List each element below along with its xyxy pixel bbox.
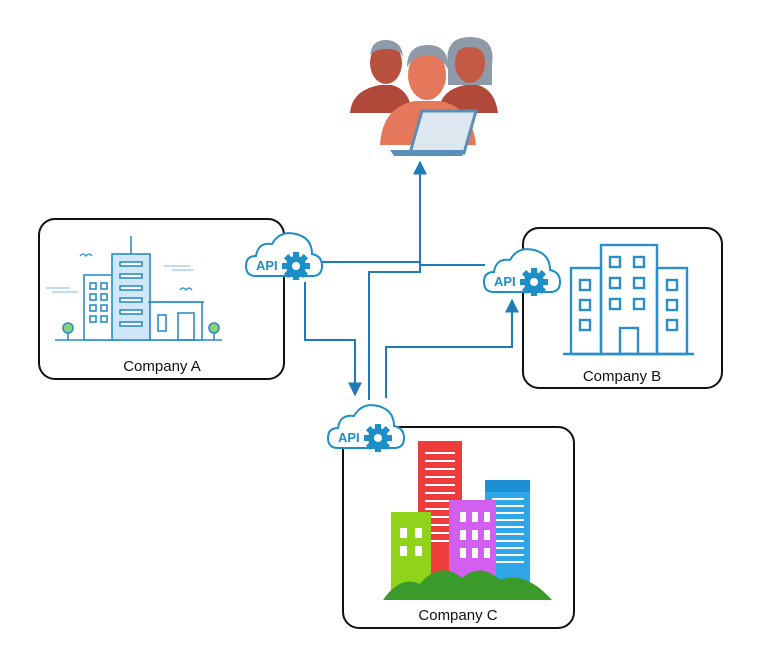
- api-badge-c-label: API: [338, 430, 360, 445]
- company-b-box: Company B: [522, 227, 723, 389]
- company-a-box: Company A: [38, 218, 285, 380]
- company-c-buildings-icon: [383, 441, 552, 600]
- users-group-icon: [350, 37, 498, 156]
- company-a-building-icon: [46, 236, 222, 341]
- company-b-label: Company B: [583, 368, 661, 385]
- api-c-gear-icon: [364, 424, 392, 452]
- api-badge-b: API: [482, 248, 562, 296]
- api-badge-b-label: API: [494, 274, 516, 289]
- company-c-label: Company C: [418, 607, 497, 624]
- api-a-gear-icon: [282, 252, 310, 280]
- connector-to-users: [368, 160, 427, 400]
- api-badge-a-label: API: [256, 258, 278, 273]
- api-badge-c: API: [326, 404, 406, 452]
- laptop-icon: [390, 109, 478, 156]
- connector-api-a-to-api-b: [322, 261, 485, 266]
- connectors: [304, 160, 519, 400]
- connector-api-c-to-api-b: [385, 298, 519, 398]
- user-right-icon: [438, 37, 498, 113]
- company-b-building-icon: [563, 243, 694, 356]
- company-c-box: Company C: [342, 426, 575, 629]
- api-b-gear-icon: [520, 268, 548, 296]
- company-a-label: Company A: [123, 358, 201, 375]
- user-left-icon: [350, 39, 412, 113]
- connector-api-a-to-api-c: [304, 282, 362, 397]
- api-badge-a: API: [244, 232, 324, 280]
